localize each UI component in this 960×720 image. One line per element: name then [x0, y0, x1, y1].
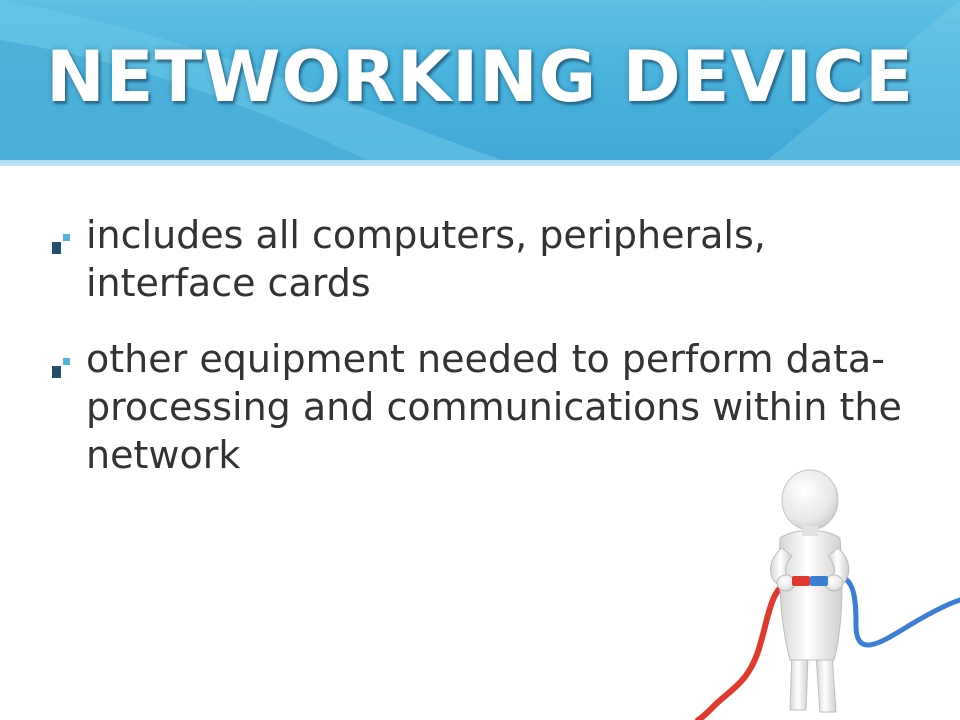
bullet-text: includes all computers, peripherals, int…: [86, 213, 766, 305]
slide-title: NETWORKING DEVICE: [46, 36, 914, 118]
banner-swoosh-decoration: [0, 0, 960, 166]
person-connecting-cables-illustration: [695, 469, 960, 720]
bullet-item: other equipment needed to perform data-p…: [52, 336, 912, 480]
square-bullet-icon: [52, 234, 70, 254]
bullet-list: includes all computers, peripherals, int…: [52, 212, 912, 507]
bullet-text: other equipment needed to perform data-p…: [86, 336, 902, 477]
square-bullet-icon: [52, 357, 70, 378]
bullet-item: includes all computers, peripherals, int…: [52, 212, 912, 308]
title-banner: NETWORKING DEVICE: [0, 0, 960, 166]
banner-bottom-edge: [0, 160, 960, 166]
